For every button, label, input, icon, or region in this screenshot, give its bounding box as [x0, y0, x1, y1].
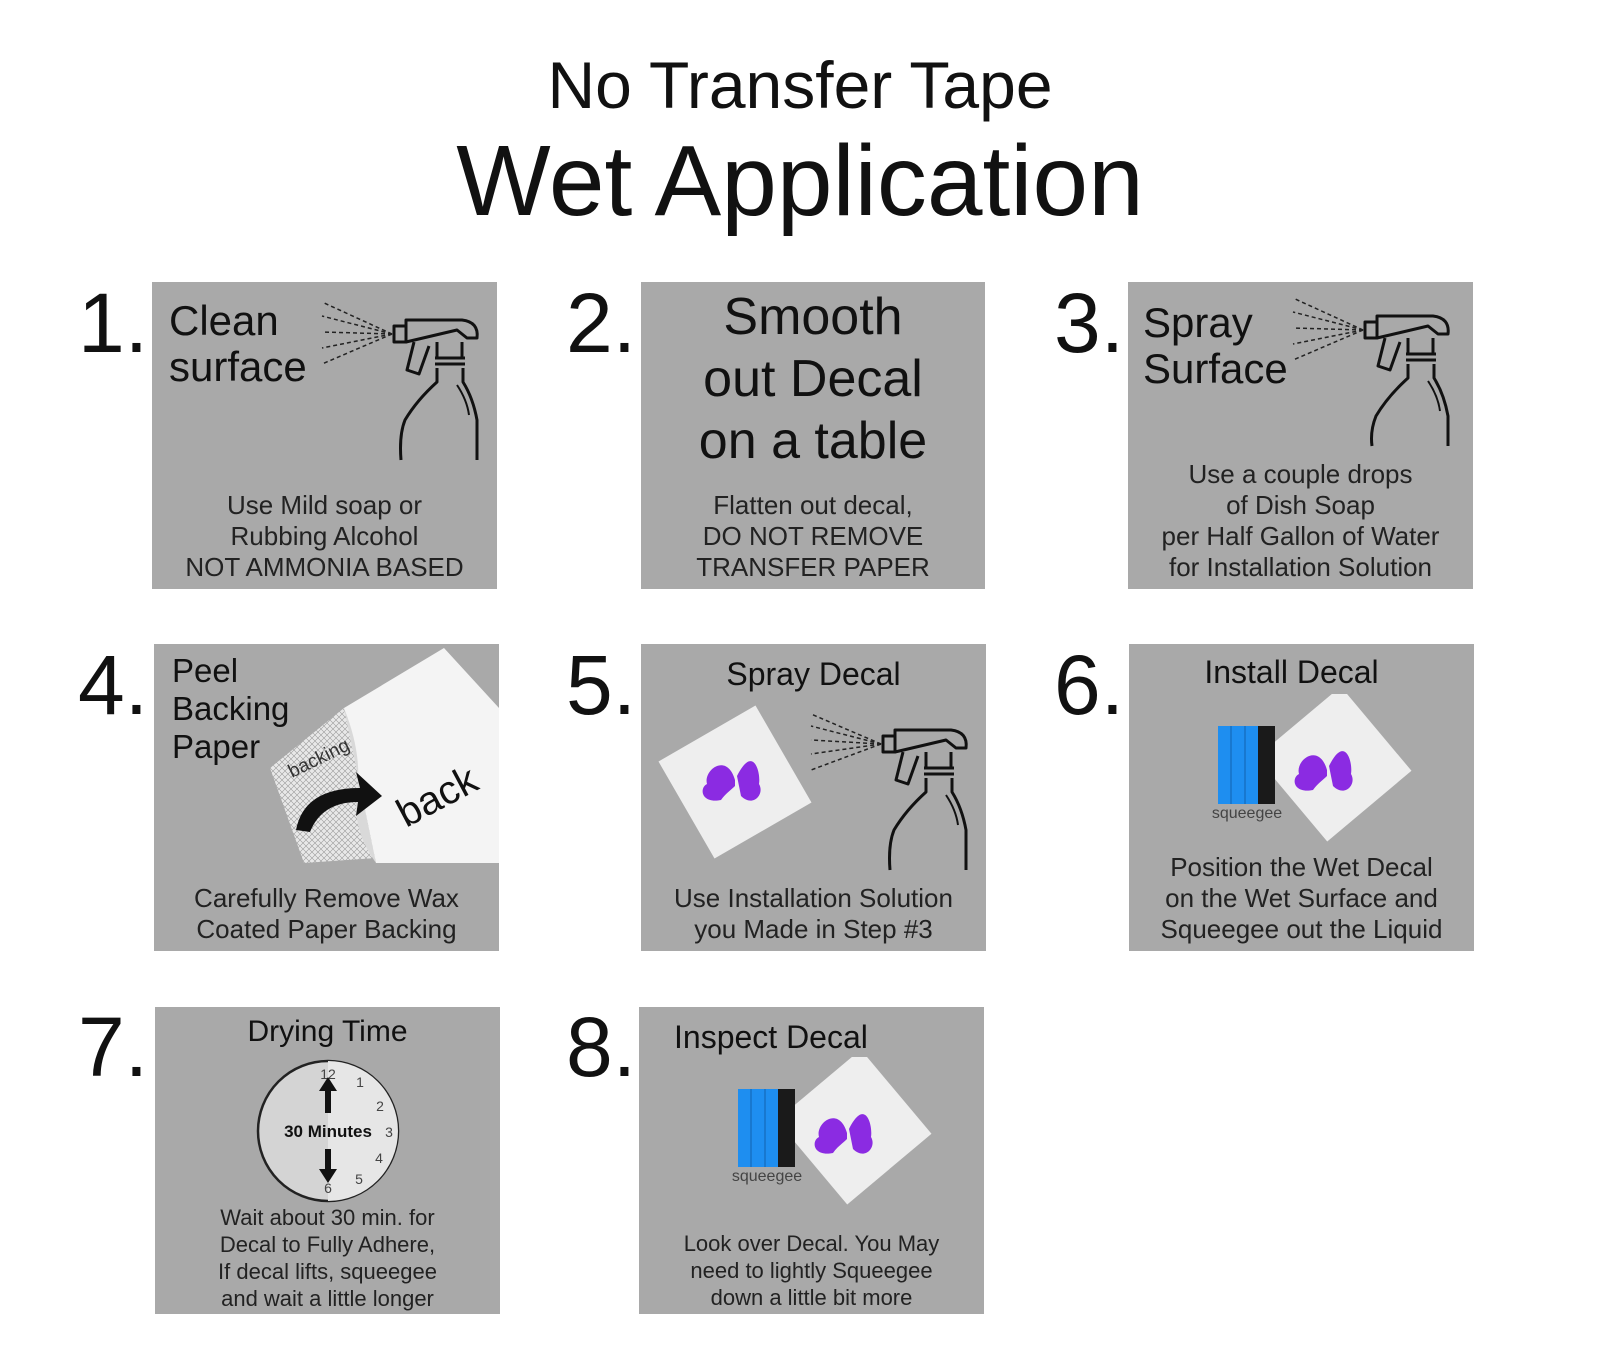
clock-numeral: 2	[376, 1098, 384, 1114]
squeegee-icon: squeegee	[1212, 694, 1412, 842]
step-3-caption: Use a couple drops of Dish Soap per Half…	[1161, 459, 1440, 582]
step-number-7: 7.	[78, 1000, 149, 1094]
spray-bottle-icon	[810, 713, 968, 871]
decal-icon	[658, 705, 812, 859]
spray-bottle-icon	[1292, 297, 1450, 447]
step-2-panel: Smooth out Decal on a table Flatten out …	[641, 282, 985, 589]
step-8-panel: Inspect Decal squeegee Look over Decal. …	[639, 1007, 984, 1314]
step-6-heading: Install Decal	[1204, 654, 1379, 690]
step-4-panel: Peel Backing Paper backing back Carefull…	[154, 644, 499, 951]
curved-arrow-icon	[296, 772, 382, 832]
step-7-panel: Drying Time 12 1 2 3 4 5 6 30 Minutes Wa…	[155, 1007, 500, 1314]
spray-bottle-icon	[321, 301, 479, 461]
step-6-panel: Install Decal squeegee Position the Wet …	[1129, 644, 1474, 951]
squeegee-label: squeegee	[732, 1168, 802, 1185]
step-number-8: 8.	[566, 1000, 637, 1094]
step-5-heading: Spray Decal	[726, 656, 901, 692]
subtitle: No Transfer Tape	[547, 48, 1053, 122]
step-1-panel: Clean surface Use Mild soap or Rubbing A…	[152, 282, 497, 589]
step-4-caption: Carefully Remove Wax Coated Paper Backin…	[194, 883, 459, 944]
step-number-3: 3.	[1054, 276, 1125, 370]
clock-numeral: 5	[355, 1171, 363, 1187]
butterfly-icon	[702, 761, 761, 801]
step-1-caption: Use Mild soap or Rubbing Alcohol NOT AMM…	[185, 490, 464, 582]
step-7-caption: Wait about 30 min. for Decal to Fully Ad…	[218, 1205, 437, 1311]
page-title: Wet Application	[456, 125, 1144, 237]
step-7-heading: Drying Time	[247, 1015, 408, 1048]
butterfly-icon	[814, 1114, 873, 1154]
step-8-caption: Look over Decal. You May need to lightly…	[683, 1231, 940, 1310]
step-3-panel: Spray Surface Use a couple drops of Dish…	[1128, 282, 1473, 589]
clock-numeral: 3	[385, 1124, 393, 1140]
clock-numeral: 1	[356, 1074, 364, 1090]
step-1-heading: Clean surface	[169, 297, 307, 390]
step-5-panel: Spray Decal Use Installation Solution yo…	[641, 644, 986, 951]
clock-label: 30 Minutes	[284, 1122, 372, 1141]
step-2-heading: Smooth out Decal on a table	[698, 288, 928, 470]
butterfly-icon	[1294, 751, 1353, 791]
clock-numeral: 6	[324, 1180, 332, 1196]
peel-backing-icon: backing back	[270, 648, 499, 863]
squeegee-label: squeegee	[1212, 805, 1282, 822]
step-number-4: 4.	[78, 638, 149, 732]
clock-numeral: 12	[320, 1066, 336, 1082]
step-number-2: 2.	[566, 276, 637, 370]
clock-icon: 12 1 2 3 4 5 6 30 Minutes	[256, 1059, 400, 1203]
step-3-heading: Spray Surface	[1143, 299, 1288, 392]
clock-numeral: 4	[375, 1150, 383, 1166]
step-2-caption: Flatten out decal, DO NOT REMOVE TRANSFE…	[696, 490, 930, 582]
step-5-caption: Use Installation Solution you Made in St…	[674, 883, 953, 944]
step-6-caption: Position the Wet Decal on the Wet Surfac…	[1160, 852, 1443, 944]
squeegee-icon: squeegee	[732, 1057, 932, 1205]
step-number-6: 6.	[1054, 638, 1125, 732]
step-8-heading: Inspect Decal	[674, 1019, 868, 1055]
step-4-heading: Peel Backing Paper	[172, 652, 290, 765]
step-number-1: 1.	[78, 276, 149, 370]
step-number-5: 5.	[566, 638, 637, 732]
